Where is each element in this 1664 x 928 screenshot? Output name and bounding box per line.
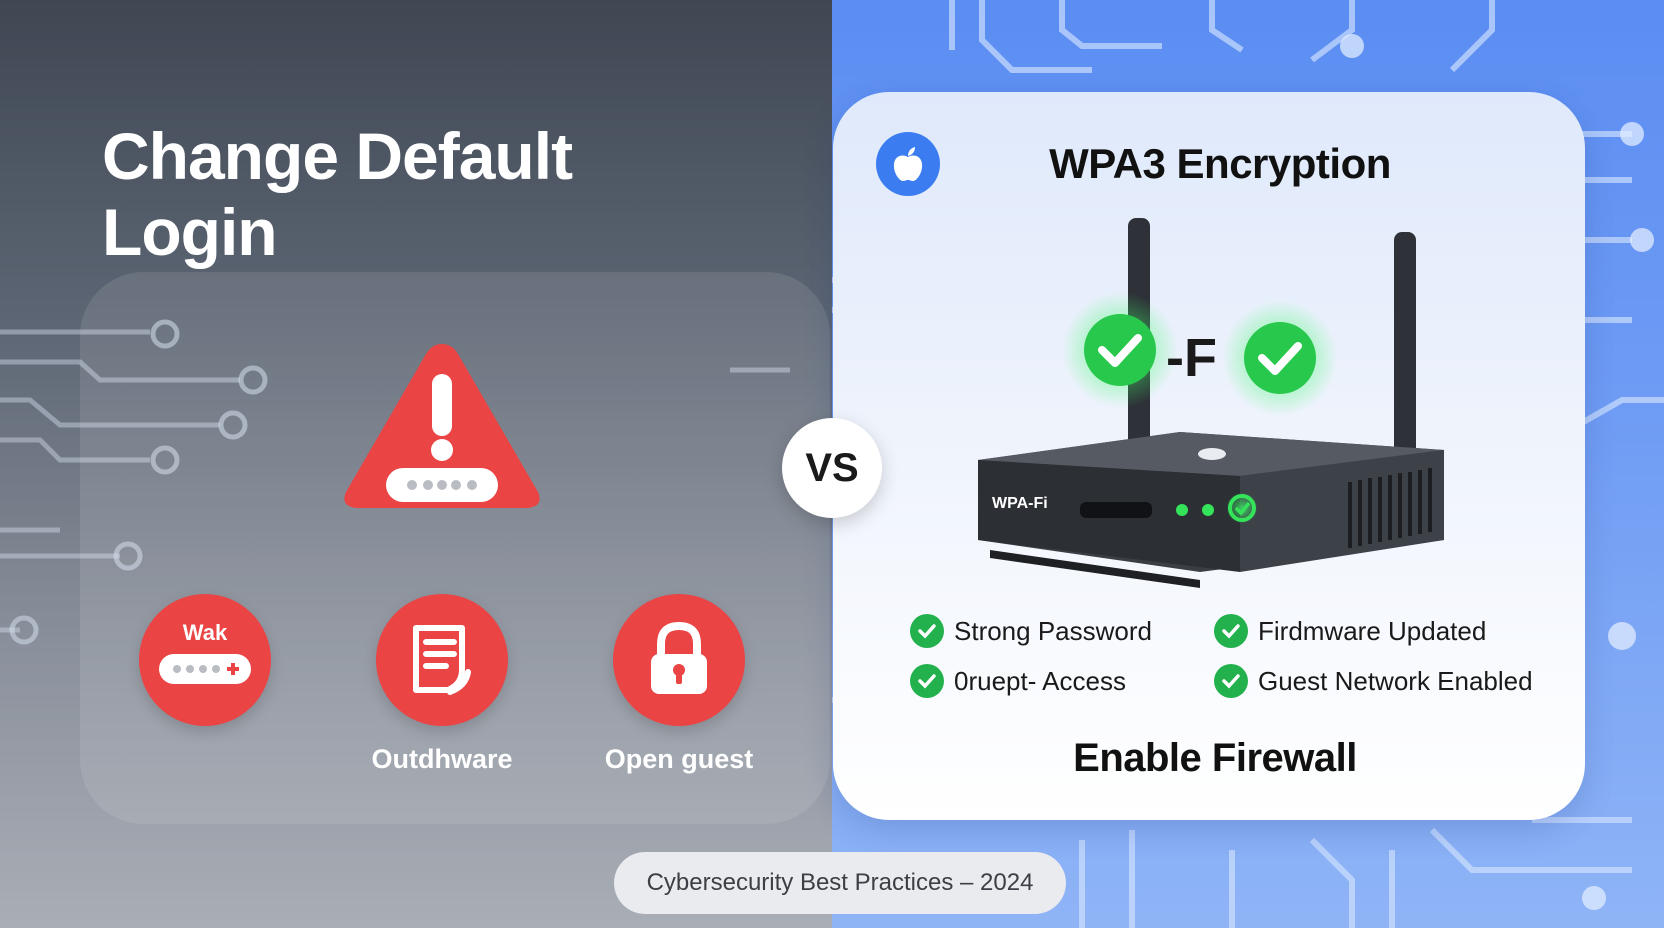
check-icon [910,664,944,698]
document-icon [413,625,471,695]
left-title: Change Default Login [102,119,573,269]
outdated-firmware-risk [376,594,508,726]
feature-label: Strong Password [954,615,1152,646]
feature-item: Guest Network Enabled [1214,664,1533,698]
password-badge-icon [159,654,251,684]
security-check-icon-1 [1084,314,1156,386]
router-overlay-text: -F [1166,328,1217,388]
vs-badge: VS [782,418,882,518]
check-icon [1214,664,1248,698]
feature-item: 0ruept- Access [910,664,1126,698]
right-title: WPA3 Encryption [1049,140,1391,187]
feature-label: Firdmware Updated [1258,615,1487,646]
security-check-icon-2 [1244,322,1316,394]
outdated-firmware-caption: Outdhware [371,744,513,774]
apple-icon [893,147,923,181]
feature-label: Guest Network Enabled [1258,665,1533,696]
footer-caption: Cybersecurity Best Practices – 2024 [614,852,1066,914]
feature-item: Strong Password [910,614,1152,648]
enable-firewall-heading: Enable Firewall [1073,736,1357,780]
status-led-1 [1176,504,1188,516]
status-led-2 [1202,504,1214,516]
padlock-icon [651,621,707,694]
check-icon [1214,614,1248,648]
circuit-decoration-left [0,319,790,645]
check-icon [910,614,944,648]
feature-item: Firdmware Updated [1214,614,1486,648]
warning-triangle-icon [344,344,540,508]
router-illustration: WPA-Fi -F [978,218,1444,588]
open-guest-caption: Open guest [604,744,754,774]
left-panel: Change Default Login Wak Outdhwa [0,0,832,928]
feature-label: 0ruept- Access [954,665,1126,696]
right-antenna [1394,232,1416,472]
default-password-risk: Wak [139,594,271,726]
brand-badge [876,132,940,196]
open-guest-risk [613,594,745,726]
router-logo-icon [1198,448,1226,460]
router-front-label: WPA-Fi [992,495,1048,512]
status-check-icon [1228,494,1256,522]
risk-badge-label: Wak [182,620,228,645]
router-port-slot [1080,502,1152,518]
